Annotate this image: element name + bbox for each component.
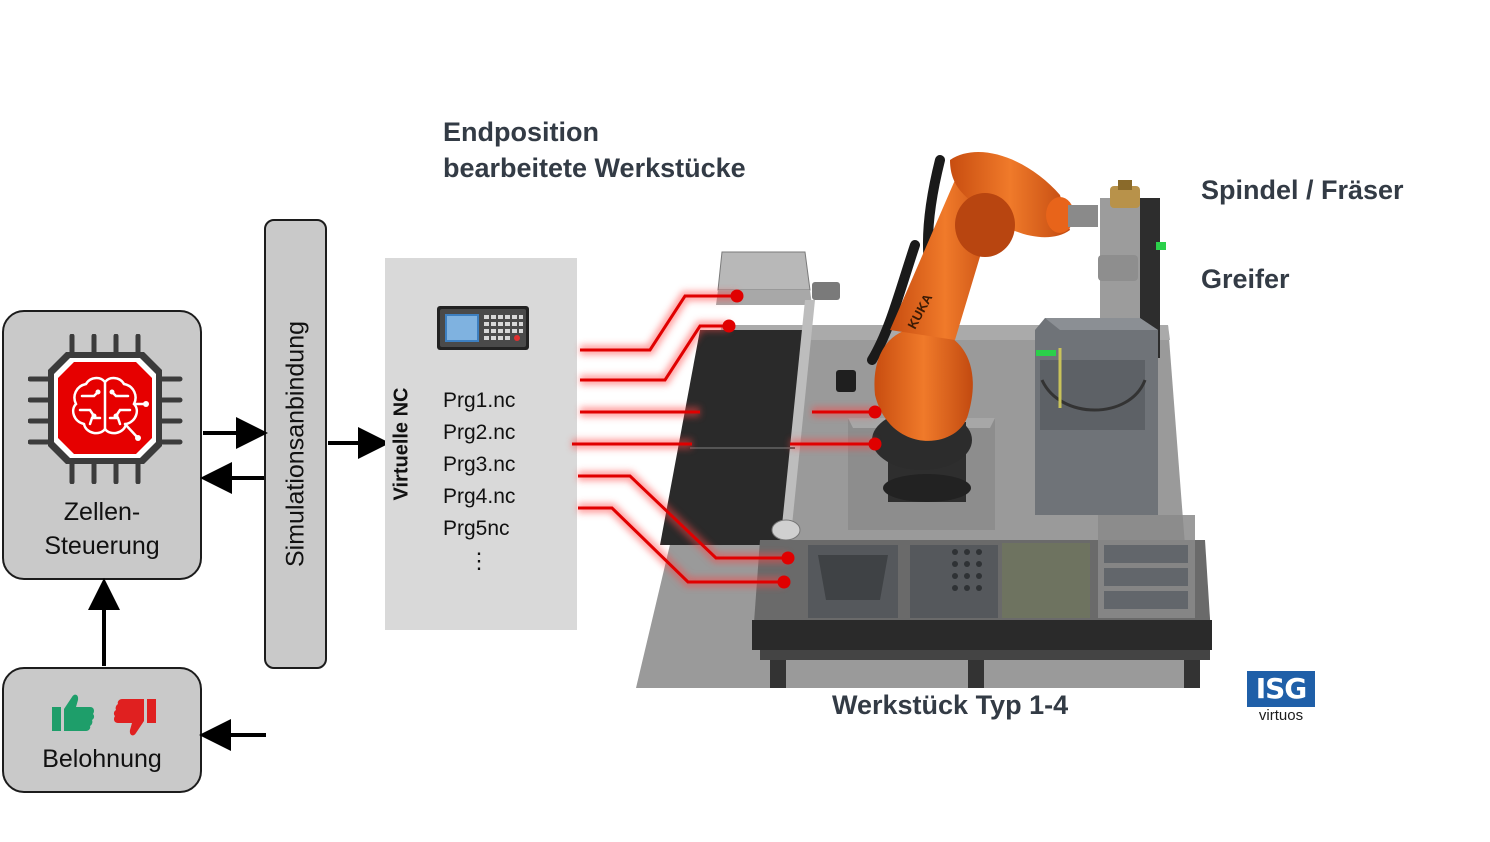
thumbs-up-icon (52, 694, 95, 731)
end-position-shelf (717, 251, 811, 291)
nc-signal-lines (572, 289, 882, 589)
end-position-label-line2: bearbeitete Werkstücke (443, 153, 746, 183)
tool-station (1098, 180, 1166, 358)
tool-magazine (1035, 318, 1158, 515)
spindle-label: Spindel / Fräser (1201, 175, 1404, 205)
reward-label: Belohnung (42, 745, 162, 773)
kuka-robot-arm: KUKA (836, 152, 1098, 470)
workpiece-type-4 (1098, 515, 1195, 618)
program-item-4: Prg4.nc (443, 485, 516, 508)
ai-chip-icon (28, 334, 183, 484)
isg-virtuos-logo: ISG virtuos (1247, 671, 1315, 725)
program-list-more: ⋮ (468, 548, 490, 573)
isg-logo-mark: ISG (1247, 671, 1315, 707)
isg-logo-wordmark: virtuos (1258, 707, 1304, 724)
workpiece-type-2 (910, 545, 998, 618)
cell-controller-box: Zellen- Steuerung (2, 310, 202, 580)
thumbs-down-icon (113, 699, 156, 736)
program-item-5: Prg5nc (443, 517, 510, 540)
cell-controller-label-line1: Zellen- (63, 498, 141, 526)
simulation-interface-box: Simulationsanbindung (264, 219, 327, 669)
virtual-nc-panel (385, 258, 577, 630)
program-item-3: Prg3.nc (443, 453, 516, 476)
workpiece-type-1 (808, 545, 898, 618)
cnc-control-panel-icon (437, 306, 529, 350)
program-item-2: Prg2.nc (443, 421, 516, 444)
end-position-label-line1: Endposition (443, 117, 599, 147)
workpiece-types-label: Werkstück Typ 1-4 (832, 690, 1069, 720)
workpiece-type-3 (1002, 543, 1090, 618)
program-item-1: Prg1.nc (443, 389, 516, 412)
cell-controller-label-line2: Steuerung (44, 532, 160, 560)
reward-box: Belohnung (2, 667, 202, 793)
conveyor-belt (660, 330, 805, 545)
gripper-label: Greifer (1201, 264, 1290, 294)
